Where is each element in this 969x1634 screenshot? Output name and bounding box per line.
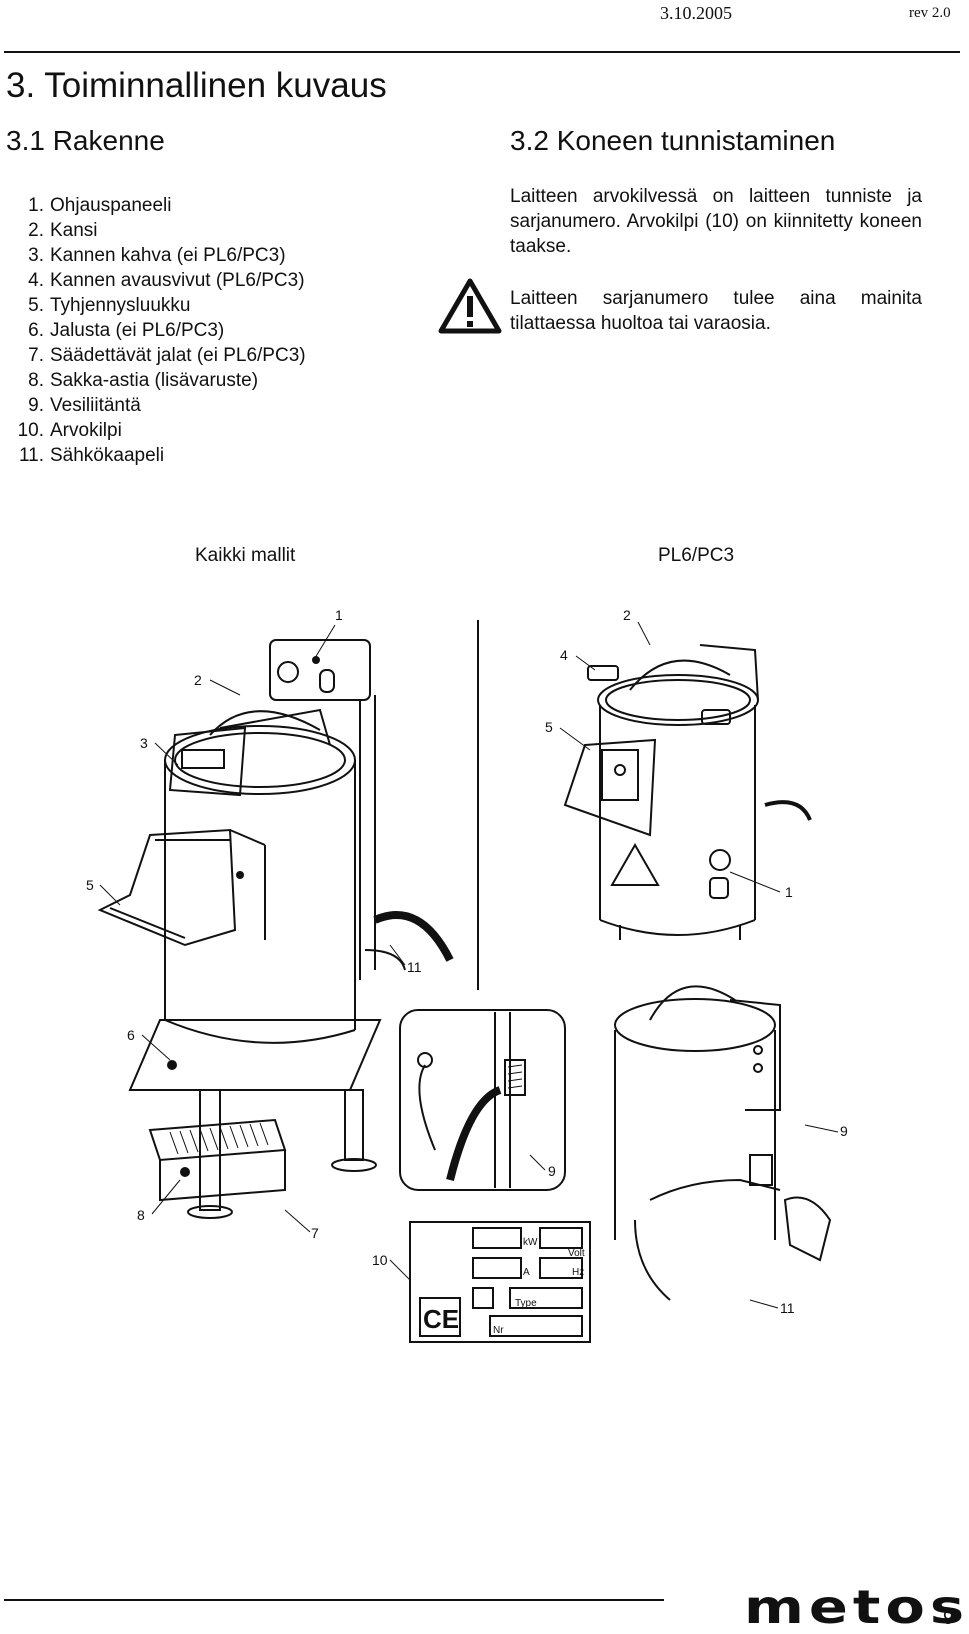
callout-8: 8 — [137, 1207, 145, 1223]
callout-2-right: 2 — [623, 607, 631, 623]
header-revision: rev 2.0 — [909, 5, 951, 21]
list-item: 5.Tyhjennysluukku — [28, 295, 191, 316]
plate-label-kw: kW — [523, 1237, 538, 1248]
ce-mark-icon: CE — [423, 1304, 459, 1334]
page-number: 9 — [943, 1608, 954, 1629]
footer-divider — [4, 1599, 664, 1601]
list-item: 4.Kannen avausvivut (PL6/PC3) — [28, 270, 305, 291]
list-item: 1.Ohjauspaneeli — [28, 195, 172, 216]
list-item: 10.Arvokilpi — [17, 420, 122, 441]
callout-4: 4 — [560, 647, 568, 663]
plate-label-type: Type — [515, 1298, 537, 1309]
list-item: 2.Kansi — [28, 220, 98, 241]
figure-caption-all-models: Kaikki mallit — [195, 545, 296, 566]
list-item: 3.Kannen kahva (ei PL6/PC3) — [28, 245, 286, 266]
list-item: 8.Sakka-astia (lisävaruste) — [28, 370, 259, 391]
plate-label-nr: Nr — [493, 1325, 504, 1336]
machine-pl6-pc3 — [563, 644, 812, 940]
callout-5: 5 — [86, 877, 94, 893]
callout-9-right: 9 — [840, 1123, 848, 1139]
list-item: 11.Sähkökaapeli — [18, 445, 165, 466]
plate-label-volt: Volt — [568, 1248, 585, 1259]
callout-10: 10 — [372, 1252, 388, 1268]
identification-paragraph: Laitteen arvokilvessä on laitteen tunnis… — [510, 186, 922, 257]
list-item: 6.Jalusta (ei PL6/PC3) — [28, 320, 225, 341]
subsection-identification-title: 3.2 Koneen tunnistaminen — [510, 125, 836, 156]
subsection-structure-title: 3.1 Rakenne — [6, 125, 165, 156]
parts-list: 1.Ohjauspaneeli 2.Kansi 3.Kannen kahva (… — [6, 193, 306, 468]
section-title: 3. Toiminnallinen kuvaus — [6, 66, 387, 105]
list-item: 9.Vesiliitäntä — [28, 395, 141, 416]
callout-7: 7 — [311, 1225, 319, 1241]
rear-view-pl6-pc3 — [614, 985, 832, 1301]
warning-icon — [438, 278, 502, 334]
callout-5-right: 5 — [545, 719, 553, 735]
callout-3: 3 — [140, 735, 148, 751]
callout-9-inset: 9 — [548, 1163, 556, 1179]
callout-11-right: 11 — [780, 1300, 795, 1316]
machine-illustration: 1 2 3 5 6 8 7 11 2 4 5 1 9 9 10 11 kW — [86, 607, 848, 1343]
rating-plate — [409, 1221, 591, 1343]
header-divider — [4, 51, 960, 53]
callout-6: 6 — [127, 1027, 135, 1043]
callout-1: 1 — [335, 607, 343, 623]
figure-caption-pl6-pc3: PL6/PC3 — [658, 545, 735, 566]
list-item: 7.Säädettävät jalat (ei PL6/PC3) — [28, 345, 306, 366]
detail-inset — [399, 1009, 566, 1191]
callout-2: 2 — [194, 672, 202, 688]
serial-number-paragraph: Laitteen sarjanumero tulee aina mainita … — [510, 288, 922, 334]
header-date: 3.10.2005 — [660, 3, 732, 23]
machine-all-models — [97, 639, 454, 1219]
plate-label-hz: Hz — [572, 1267, 584, 1278]
callout-11: 11 — [407, 959, 422, 975]
metos-logo: metos — [744, 1580, 969, 1634]
callout-1-right: 1 — [785, 884, 793, 900]
plate-label-a: A — [523, 1267, 530, 1278]
